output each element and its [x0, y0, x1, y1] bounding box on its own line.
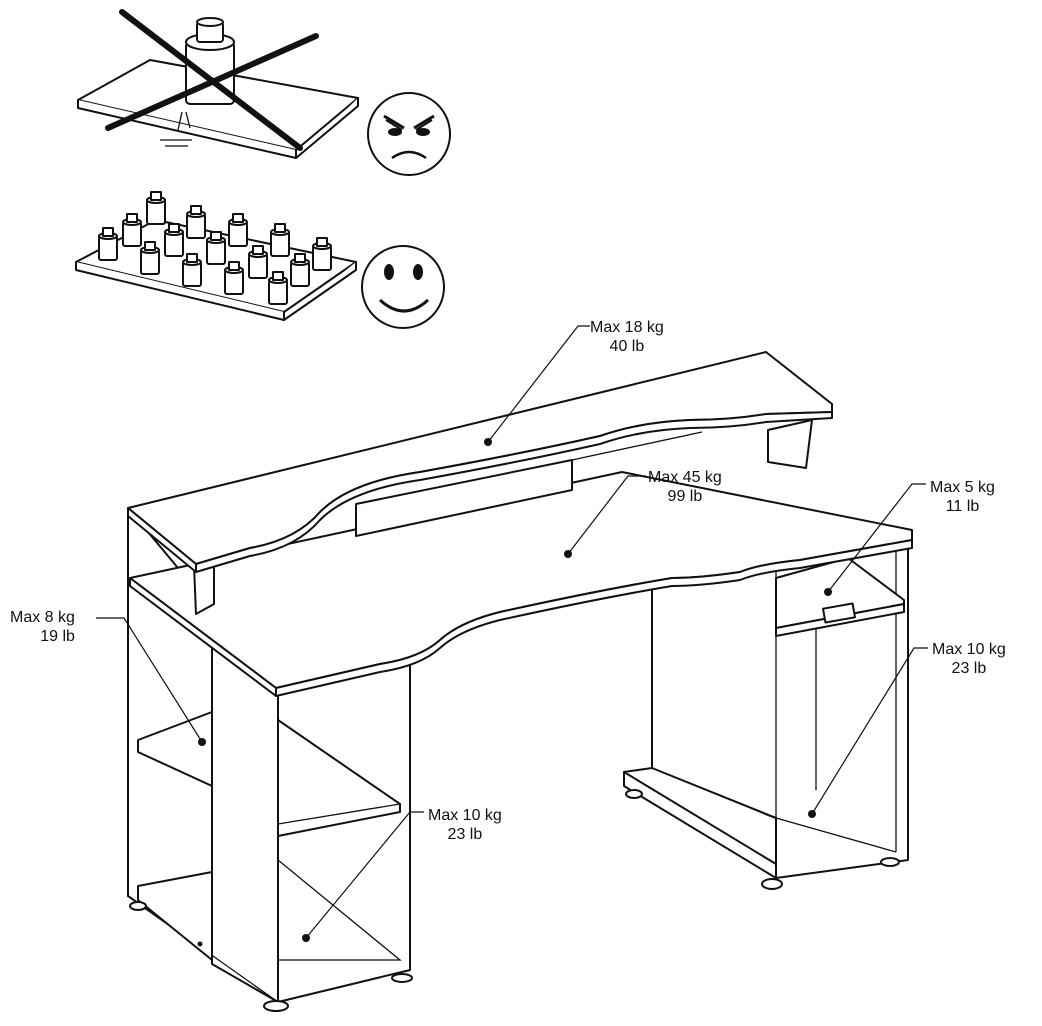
left-shelf-load-label: Max 8 kg 19 lb [10, 608, 75, 646]
small-weight-icon [146, 191, 166, 225]
right-bottom-pointer [808, 647, 928, 818]
small-weight-icon [224, 261, 244, 295]
left-bottom-pointer [302, 811, 424, 942]
left-shelf-pointer [96, 617, 206, 746]
right-bottom-load-kg: Max 10 kg [932, 641, 1006, 658]
small-weight-icon [206, 231, 226, 265]
keyboard-tray-load-label: Max 5 kg 11 lb [930, 478, 995, 516]
right-bottom-load-lb: 23 lb [951, 660, 987, 677]
small-weight-icon [164, 223, 184, 257]
hutch-pointer [484, 325, 590, 446]
small-weight-icon [122, 213, 142, 247]
hutch-load-kg: Max 18 kg [590, 319, 664, 336]
small-weight-icon [290, 253, 310, 287]
desktop-load-lb: 99 lb [667, 488, 703, 505]
small-weight-icon [182, 253, 202, 287]
small-weight-icon [248, 245, 268, 279]
concentrated-load-illustration [77, 9, 359, 159]
weights-group [98, 191, 332, 305]
left-shelf-load-lb: 19 lb [40, 628, 75, 645]
desktop-load-label: Max 45 kg 99 lb [648, 468, 722, 506]
small-weight-icon [270, 223, 290, 257]
small-weight-icon [186, 205, 206, 239]
small-weight-icon [140, 241, 160, 275]
desktop-pointer [564, 475, 646, 558]
small-weight-icon [312, 237, 332, 271]
left-shelf-load-kg: Max 8 kg [10, 609, 75, 626]
small-weight-icon [268, 271, 288, 305]
hutch-load-label: Max 18 kg 40 lb [590, 318, 664, 356]
left-bottom-load-kg: Max 10 kg [428, 807, 502, 824]
desktop-load-kg: Max 45 kg [648, 469, 722, 486]
desk-drawing [127, 351, 913, 1012]
keyboard-pointer [824, 483, 926, 596]
angry-face-icon [367, 92, 451, 176]
left-bottom-load-lb: 23 lb [447, 826, 483, 843]
small-weight-icon [98, 227, 118, 261]
load-pointers [96, 325, 928, 942]
keyboard-tray-load-kg: Max 5 kg [930, 479, 995, 496]
hutch-load-lb: 40 lb [609, 338, 645, 355]
keyboard-tray-load-lb: 11 lb [945, 498, 980, 515]
smiling-face-icon [361, 245, 445, 329]
distributed-load-illustration [75, 191, 357, 321]
right-bottom-load-label: Max 10 kg 23 lb [932, 640, 1006, 678]
cross-icon [105, 9, 319, 151]
small-weight-icon [228, 213, 248, 247]
left-bottom-load-label: Max 10 kg 23 lb [428, 806, 502, 844]
